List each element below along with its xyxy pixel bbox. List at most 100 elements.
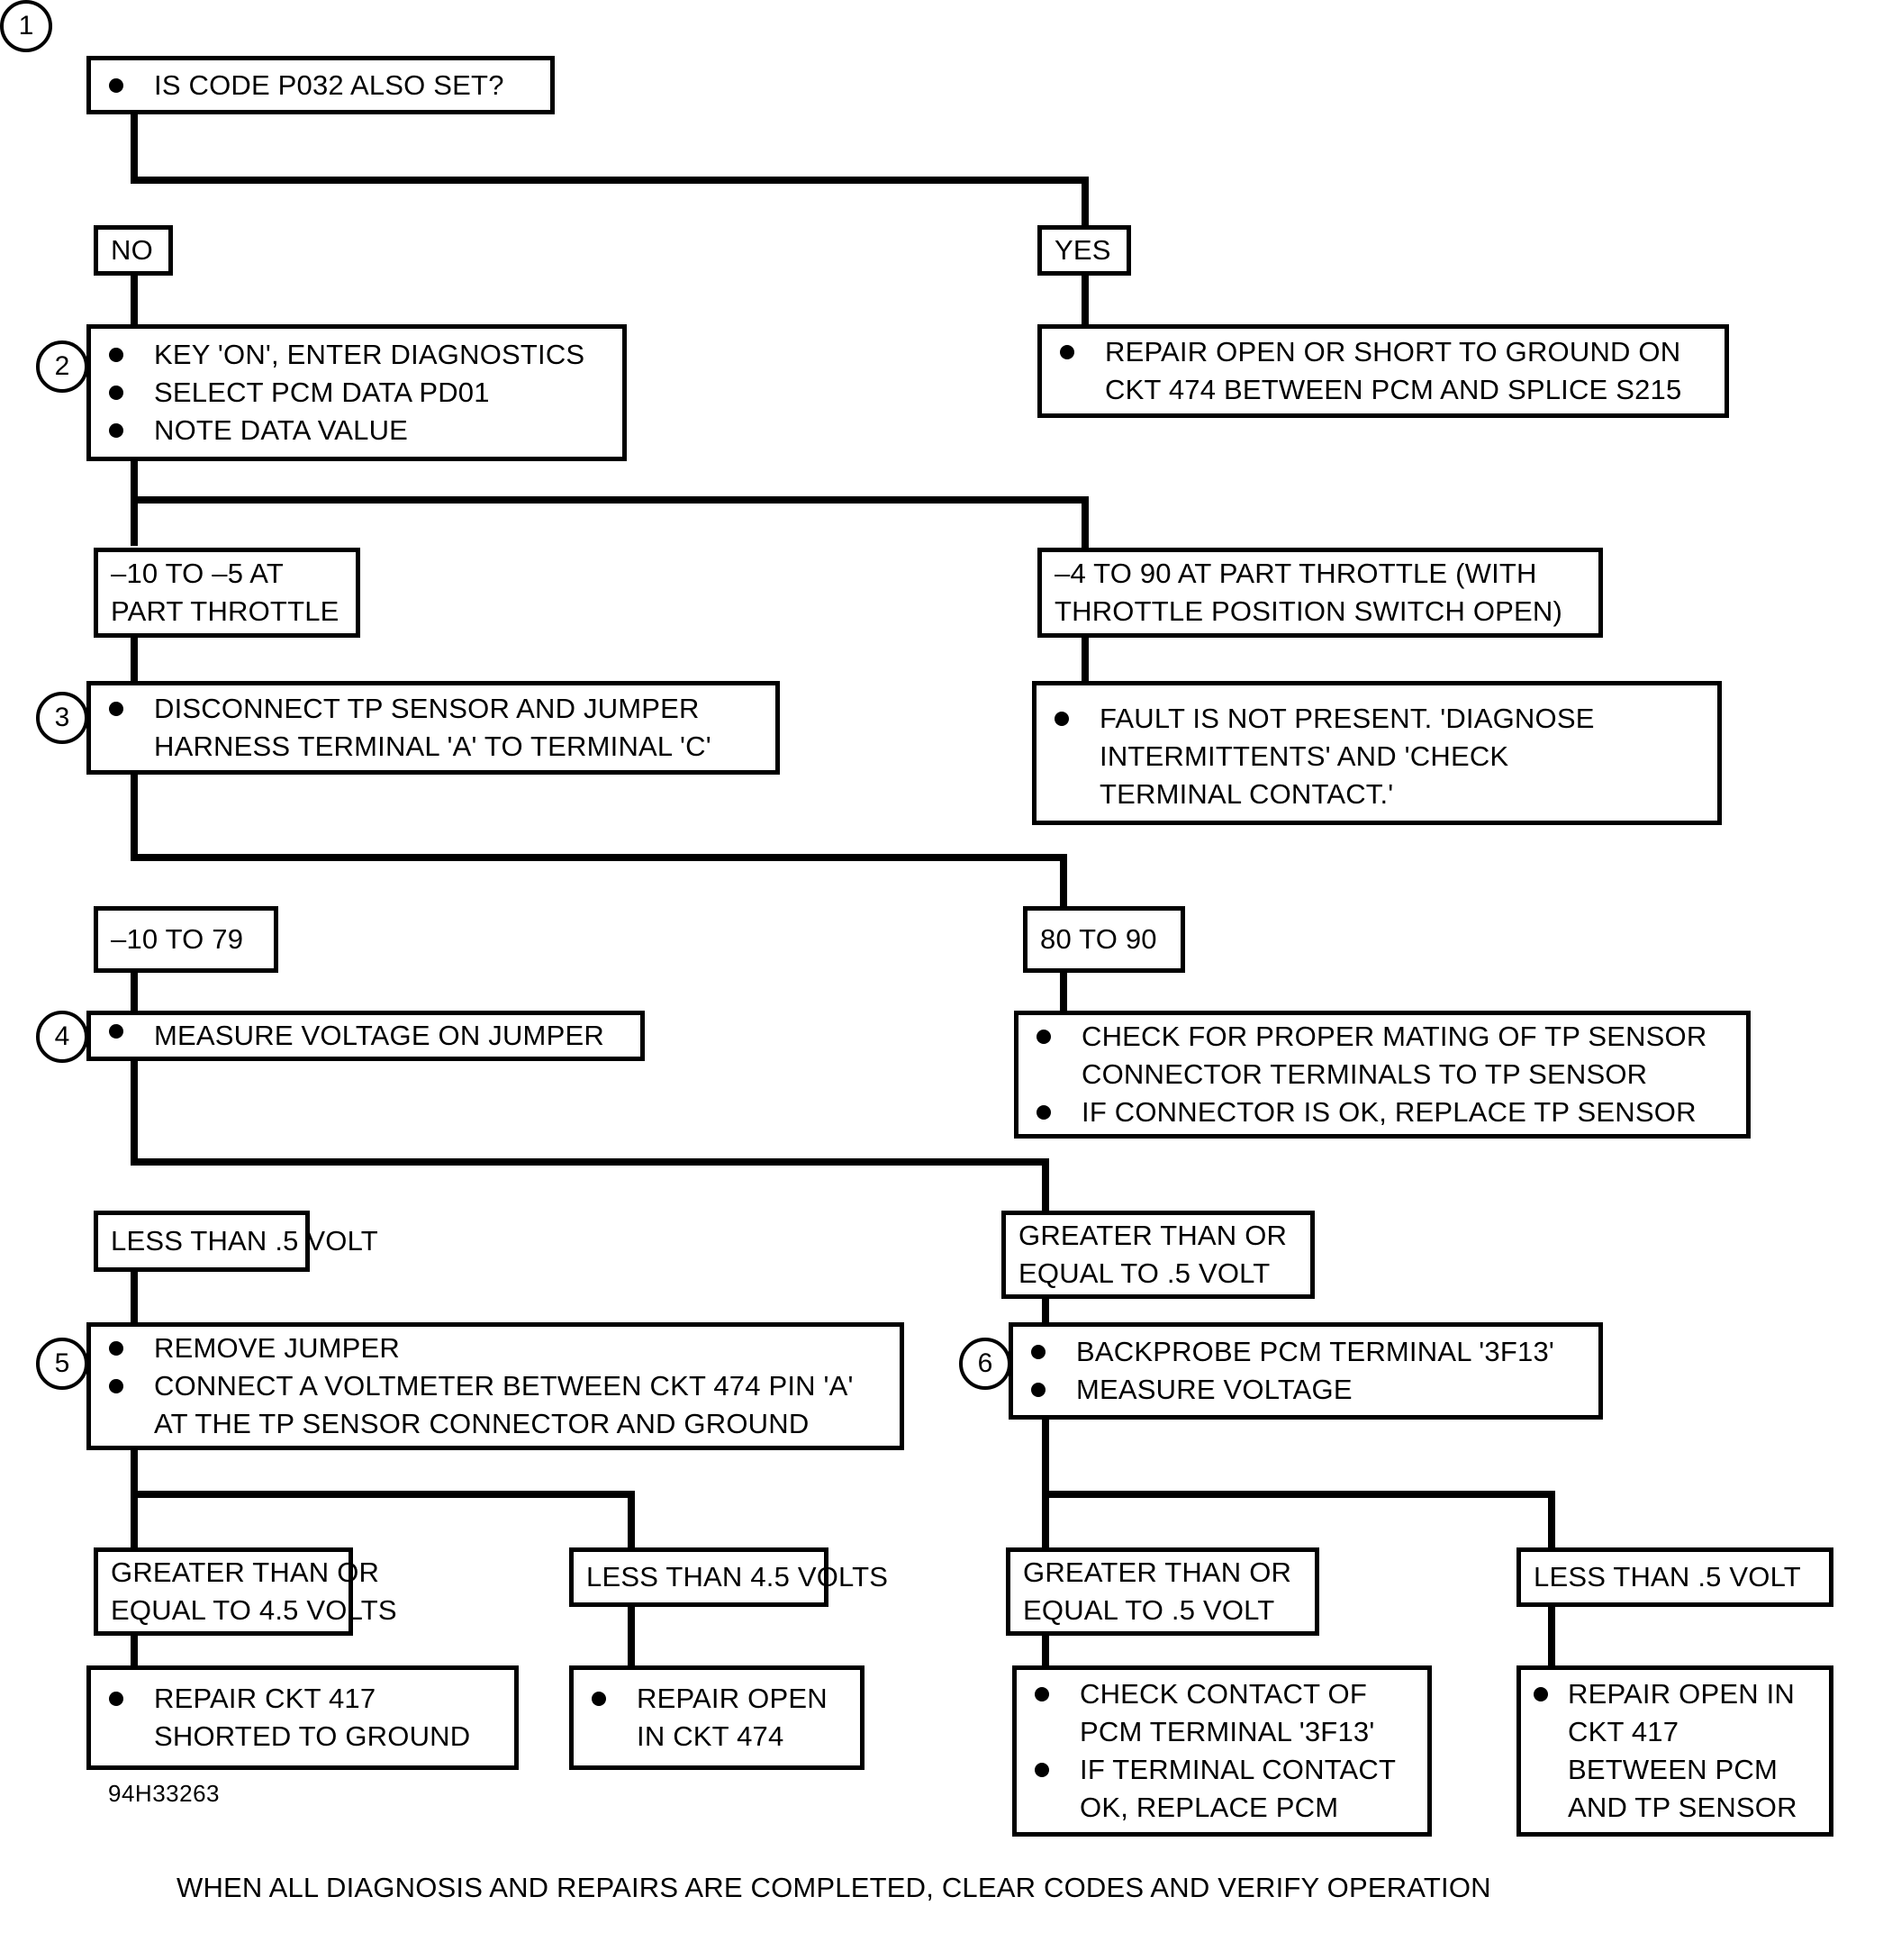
step-1-box[interactable]: IS CODE P032 ALSO SET? — [86, 56, 555, 114]
step-5-line-3: AT THE TP SENSOR CONNECTOR AND GROUND — [154, 1408, 810, 1439]
connector-split3-right — [1060, 854, 1067, 906]
step-2-bullet-item: NOTE DATA VALUE — [91, 412, 622, 449]
connector-split2-right — [1082, 496, 1089, 549]
action-nofault-line-1: FAULT IS NOT PRESENT. 'DIAGNOSE — [1100, 703, 1595, 734]
branch-label-ge-half-volt-b[interactable]: GREATER THAN OR EQUAL TO .5 VOLT — [1006, 1547, 1319, 1636]
bullet-icon — [1035, 1763, 1049, 1777]
bullet-icon — [592, 1692, 606, 1706]
bullet-icon — [109, 1379, 123, 1393]
step-2-line-2: SELECT PCM DATA PD01 — [154, 377, 490, 408]
action-bullet-item: REPAIR OPEN IN CKT 474 — [574, 1680, 860, 1756]
connector-split6 — [1042, 1491, 1555, 1498]
step-number-6-value: 6 — [977, 1348, 993, 1378]
action-contact-line-3: IF TERMINAL CONTACT — [1080, 1754, 1397, 1785]
branch-label-lt5va-text: LESS THAN .5 VOLT — [111, 1225, 378, 1257]
step-6-box[interactable]: BACKPROBE PCM TERMINAL '3F13' MEASURE VO… — [1009, 1322, 1603, 1420]
bullet-icon — [1037, 1030, 1051, 1044]
branch-label-minus10-to-79[interactable]: –10 TO 79 — [94, 906, 278, 973]
action-open474-line-1: REPAIR OPEN — [637, 1683, 828, 1714]
step-5-box[interactable]: REMOVE JUMPER CONNECT A VOLTMETER BETWEE… — [86, 1322, 904, 1450]
connector-to-yes — [1082, 177, 1089, 231]
bullet-icon — [1055, 712, 1069, 726]
step-3-line-2: HARNESS TERMINAL 'A' TO TERMINAL 'C' — [154, 730, 711, 762]
branch-label-less-than-4p5-volts[interactable]: LESS THAN 4.5 VOLTS — [569, 1547, 888, 1607]
bullet-icon — [109, 1692, 123, 1706]
action-open417-line-3: BETWEEN PCM — [1568, 1754, 1778, 1785]
step-4-bullet-item: MEASURE VOLTAGE ON JUMPER — [91, 1017, 640, 1055]
step-number-6: 6 — [959, 1338, 1011, 1390]
connector-yes-to-action — [1082, 270, 1089, 324]
action-repair-open-ckt417-box[interactable]: REPAIR OPEN IN CKT 417 BETWEEN PCM AND T… — [1516, 1665, 1833, 1837]
branch-label-less-than-half-volt-a[interactable]: LESS THAN .5 VOLT — [94, 1211, 378, 1272]
action-check-mating-box[interactable]: CHECK FOR PROPER MATING OF TP SENSOR CON… — [1014, 1011, 1751, 1139]
action-open417-line-1: REPAIR OPEN IN — [1568, 1678, 1795, 1710]
branch-label-minus10-to-minus5[interactable]: –10 TO –5 AT PART THROTTLE — [94, 548, 360, 638]
bullet-icon — [1031, 1345, 1046, 1359]
step-6-line-2: MEASURE VOLTAGE — [1076, 1374, 1353, 1405]
step-4-box[interactable]: MEASURE VOLTAGE ON JUMPER — [86, 1011, 645, 1061]
connector-label-to-step3 — [131, 636, 138, 681]
action-nofault-line-2: INTERMITTENTS' AND 'CHECK — [1100, 740, 1509, 772]
connector-split3 — [131, 854, 1067, 861]
connector-ge45-to-repair417 — [131, 1617, 138, 1665]
step-3-line-1: DISCONNECT TP SENSOR AND JUMPER — [154, 693, 700, 724]
step-2-line-3: NOTE DATA VALUE — [154, 414, 409, 446]
branch-label-no[interactable]: NO — [94, 225, 173, 276]
action-contact-line-4: OK, REPLACE PCM — [1080, 1792, 1339, 1823]
action-bullet-item: REPAIR CKT 417 SHORTED TO GROUND — [91, 1680, 514, 1756]
branch-label-ge-half-volt-a[interactable]: GREATER THAN OR EQUAL TO .5 VOLT — [1001, 1211, 1315, 1299]
branch-label-m10m5-line-1: –10 TO –5 AT — [111, 558, 284, 589]
connector-split4 — [131, 1158, 1049, 1166]
action-bullet-item: CHECK FOR PROPER MATING OF TP SENSOR CON… — [1018, 1018, 1746, 1093]
action-bullet-item: REPAIR OPEN OR SHORT TO GROUND ON CKT 47… — [1042, 333, 1725, 409]
step-3-box[interactable]: DISCONNECT TP SENSOR AND JUMPER HARNESS … — [86, 681, 780, 775]
step-2-bullet-item: KEY 'ON', ENTER DIAGNOSTICS — [91, 336, 622, 374]
bullet-icon — [109, 386, 123, 400]
connector-split1 — [131, 177, 1089, 184]
bullet-icon — [1060, 345, 1074, 359]
branch-label-minus4-to-90[interactable]: –4 TO 90 AT PART THROTTLE (WITH THROTTLE… — [1037, 548, 1603, 638]
connector-label-to-nofault — [1082, 636, 1089, 681]
step-6-bullet-item: MEASURE VOLTAGE — [1013, 1371, 1598, 1409]
action-repair417-line-2: SHORTED TO GROUND — [154, 1720, 471, 1752]
bullet-icon — [1534, 1687, 1548, 1701]
action-repair-open-short-box[interactable]: REPAIR OPEN OR SHORT TO GROUND ON CKT 47… — [1037, 324, 1729, 418]
step-number-1-value: 1 — [18, 11, 34, 41]
bullet-icon — [1037, 1105, 1051, 1120]
branch-label-ge5va-line-1: GREATER THAN OR — [1018, 1220, 1288, 1251]
action-repair-ckt417-short-box[interactable]: REPAIR CKT 417 SHORTED TO GROUND — [86, 1665, 519, 1770]
action-open417-line-2: CKT 417 — [1568, 1716, 1679, 1747]
branch-label-ge45-line-2: EQUAL TO 4.5 VOLTS — [111, 1594, 397, 1626]
action-check-contact-pcm-box[interactable]: CHECK CONTACT OF PCM TERMINAL '3F13' IF … — [1012, 1665, 1432, 1837]
connector-lt45-to-open474 — [628, 1590, 635, 1665]
connector-step6-down — [1042, 1420, 1049, 1547]
bullet-icon — [1031, 1383, 1046, 1397]
action-bullet-item: FAULT IS NOT PRESENT. 'DIAGNOSE INTERMIT… — [1037, 700, 1717, 813]
connector-split2 — [131, 496, 1089, 504]
connector-label-to-mating — [1060, 973, 1067, 1011]
bullet-icon — [109, 77, 123, 93]
step-3-bullet-item: DISCONNECT TP SENSOR AND JUMPER HARNESS … — [91, 690, 775, 766]
branch-label-ge45-line-1: GREATER THAN OR — [111, 1556, 380, 1588]
branch-label-no-text: NO — [111, 234, 153, 266]
step-5-bullet-item: CONNECT A VOLTMETER BETWEEN CKT 474 PIN … — [91, 1367, 900, 1443]
bullet-icon — [109, 1341, 123, 1356]
branch-label-ge-4p5-volts[interactable]: GREATER THAN OR EQUAL TO 4.5 VOLTS — [94, 1547, 397, 1636]
step-4-line-1: MEASURE VOLTAGE ON JUMPER — [154, 1020, 604, 1051]
step-5-line-2: CONNECT A VOLTMETER BETWEEN CKT 474 PIN … — [154, 1370, 854, 1402]
branch-label-less-than-half-volt-b[interactable]: LESS THAN .5 VOLT — [1516, 1547, 1833, 1607]
action-fault-not-present-box[interactable]: FAULT IS NOT PRESENT. 'DIAGNOSE INTERMIT… — [1032, 681, 1722, 825]
step-6-bullet-item: BACKPROBE PCM TERMINAL '3F13' — [1013, 1333, 1598, 1371]
footer-note: WHEN ALL DIAGNOSIS AND REPAIRS ARE COMPL… — [177, 1872, 1491, 1903]
step-number-2: 2 — [36, 340, 88, 393]
step-number-1: 1 — [0, 0, 52, 52]
action-bullet-item: CHECK CONTACT OF PCM TERMINAL '3F13' — [1017, 1675, 1427, 1751]
step-2-box[interactable]: KEY 'ON', ENTER DIAGNOSTICS SELECT PCM D… — [86, 324, 627, 461]
step-5-line-1: REMOVE JUMPER — [154, 1332, 401, 1364]
branch-label-80-to-90[interactable]: 80 TO 90 — [1023, 906, 1185, 973]
action-repair-open-ckt474-box[interactable]: REPAIR OPEN IN CKT 474 — [569, 1665, 865, 1770]
connector-split5-right — [628, 1491, 635, 1547]
action-yes-line-1: REPAIR OPEN OR SHORT TO GROUND ON — [1105, 336, 1681, 368]
branch-label-yes[interactable]: YES — [1037, 225, 1131, 276]
step-2-bullet-item: SELECT PCM DATA PD01 — [91, 374, 622, 412]
